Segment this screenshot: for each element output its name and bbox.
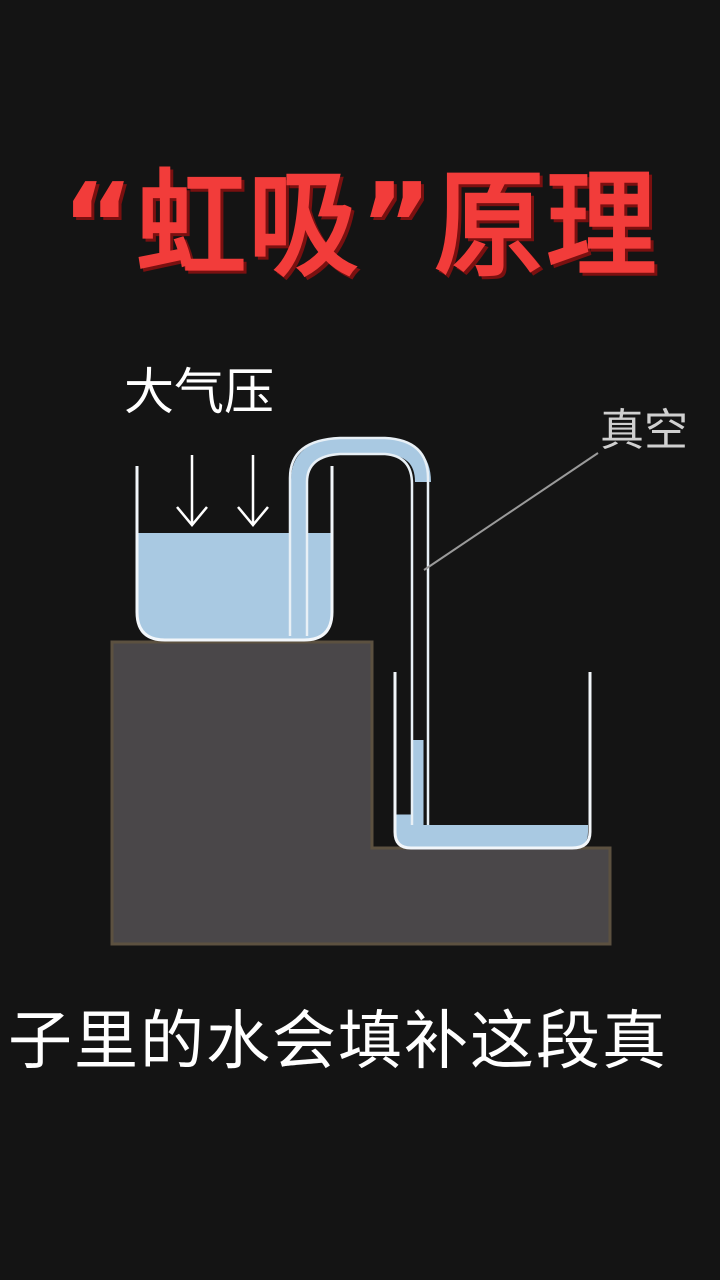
arrow-down-icon [176, 455, 208, 527]
vacuum-pointer-line [423, 452, 599, 571]
atmospheric-pressure-label: 大气压 [124, 363, 274, 421]
page-title: “虹吸”原理 [61, 157, 659, 293]
subtitle-caption: 子里的水会填补这段真 [8, 1005, 668, 1079]
lower-container [393, 672, 592, 850]
siphon-tube-water [291, 438, 431, 636]
upper-container [135, 466, 334, 642]
lower-water [395, 825, 588, 848]
siphon-tube-inner [305, 452, 414, 830]
vacuum-label: 真空 [600, 405, 688, 456]
siphon-tube-outer [288, 436, 430, 830]
upper-water [137, 533, 332, 640]
stand-block [110, 640, 612, 946]
pressure-arrows [176, 455, 269, 527]
siphon-tube-water-lower [395, 740, 424, 826]
arrow-down-icon [237, 455, 269, 527]
